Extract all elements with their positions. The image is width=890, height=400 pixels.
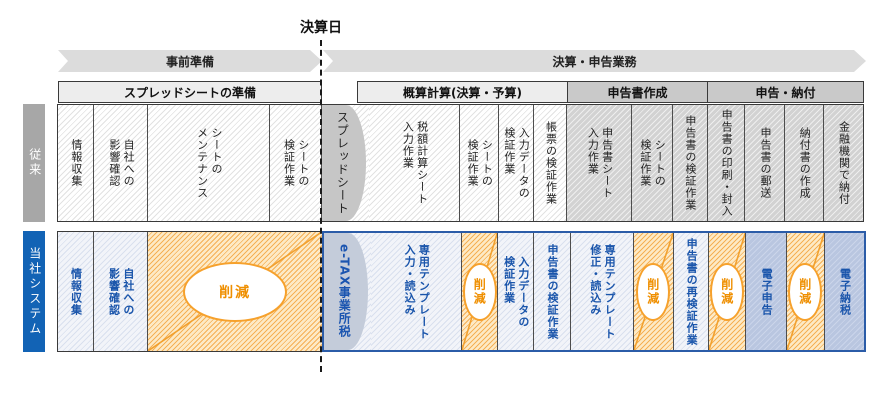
task-label: 自社への 影響確認 (107, 267, 135, 316)
sheet-shape: e-TAX事業所税 (324, 233, 368, 350)
section-header-label: 概算計算(決算・予算) (403, 85, 522, 100)
task-label: 金融機関で納付 (837, 121, 851, 205)
timeline-band-preparation-label: 事前準備 (165, 54, 214, 69)
task-cell: シートの 検証作業 (270, 105, 323, 221)
row-label-our-system-text: 当社システム (27, 246, 42, 337)
task-label: 電子申告 (760, 267, 774, 316)
reduction-badge: 削減 (788, 262, 823, 321)
task-cell: 電子納税 (824, 233, 864, 350)
section-header-label: スプレッドシートの準備 (123, 85, 256, 100)
task-label: e-TAX事業所税 (337, 244, 352, 339)
section-header-estimate-calculation: 概算計算(決算・予算) (357, 81, 568, 103)
sheet-shape-cell: e-TAX事業所税 (324, 233, 372, 350)
reduction-cell: 削減 (148, 232, 322, 351)
task-cell: 税額計算シート 入力作業 (369, 105, 461, 221)
task-label: 情報収集 (69, 267, 83, 316)
task-label: 申告書の検証作業 (545, 243, 559, 340)
task-label: 入力データの 検証作業 (502, 255, 530, 328)
task-label: 申告書の再検証作業 (685, 237, 699, 346)
reduction-label: 削減 (645, 277, 660, 306)
task-label: 自社への 影響確認 (107, 139, 136, 187)
task-cell: 申告書の郵送 (745, 105, 786, 221)
task-cell: 専用テンプレート 入力・読込み (371, 233, 463, 350)
task-cell: 自社への 影響確認 (93, 232, 149, 351)
task-label: 申告書の郵送 (758, 127, 772, 199)
reduction-label: 削減 (472, 277, 487, 306)
task-cell: 自社への 影響確認 (94, 105, 149, 221)
row-label-conventional-text: 従来 (27, 148, 42, 178)
task-label: 専用テンプレート 修正・読込み (588, 243, 617, 340)
task-cell: 申告書の検証作業 (533, 233, 571, 350)
task-label: シートの 検証作業 (466, 139, 494, 187)
task-cell: 入力データの 検証作業 (498, 105, 535, 221)
task-label: スプレッドシート (335, 111, 350, 215)
task-cell: 申告書の再検証作業 (673, 233, 710, 350)
section-header-spreadsheet-preparation: スプレッドシートの準備 (58, 81, 322, 103)
task-label: シートの メンテナンス (195, 127, 223, 199)
task-label: 申告書の検証作業 (683, 115, 697, 211)
sheet-shape-cell: スプレッドシート (322, 105, 370, 221)
reduction-label: 削減 (719, 277, 734, 306)
reduction-cell: 削減 (462, 233, 499, 350)
reduction-badge: 削減 (183, 261, 288, 322)
task-label: 帳票の検証作業 (544, 121, 558, 205)
reduction-badge: 削減 (710, 262, 745, 321)
section-header-return-creation: 申告書作成 (567, 81, 708, 103)
section-header-label: 申告・納付 (755, 85, 816, 100)
task-cell: 申告書の検証作業 (672, 105, 708, 221)
settlement-day-label: 決算日 (300, 20, 342, 36)
task-cell: 情報収集 (58, 232, 94, 351)
reduction-badge: 削減 (636, 262, 671, 321)
task-cell: 申告書の印刷・封入 (707, 105, 746, 221)
row-label-our-system: 当社システム (23, 231, 45, 352)
task-cell: シートの 検証作業 (632, 105, 673, 221)
reduction-label: 削減 (797, 277, 812, 306)
task-label: シートの 検証作業 (282, 139, 310, 187)
task-cell: 納付書の作成 (785, 105, 824, 221)
task-cell: 情報収集 (58, 105, 95, 221)
system-process-row-left: 情報収集 自社への 影響確認 削減 (57, 231, 323, 352)
row-label-conventional: 従来 (23, 104, 45, 222)
task-label: 納付書の作成 (798, 127, 812, 199)
timeline-band-preparation: 事前準備 (58, 50, 322, 72)
settlement-day-divider-line (320, 40, 322, 372)
reduction-cell: 削減 (709, 233, 747, 350)
task-label: 電子納税 (838, 267, 852, 316)
task-cell: 帳票の検証作業 (534, 105, 568, 221)
task-cell: シートの メンテナンス (148, 105, 271, 221)
task-label: 入力データの 検証作業 (502, 127, 531, 199)
task-cell: 金融機関で納付 (823, 105, 863, 221)
reduction-badge: 削減 (462, 262, 497, 321)
timeline-band-settlement-filing: 決算・申告業務 (323, 50, 866, 72)
reduction-cell: 削減 (633, 233, 674, 350)
task-label: シートの 検証作業 (638, 139, 667, 187)
sheet-shape: スプレッドシート (322, 105, 367, 221)
task-cell: シートの 検証作業 (460, 105, 499, 221)
task-label: 税額計算シート 入力作業 (401, 121, 429, 205)
task-label: 専用テンプレート 入力・読込み (403, 243, 431, 340)
reduction-label: 削減 (219, 284, 252, 301)
task-label: 申告書シート 入力作業 (586, 127, 614, 199)
system-process-row-right: e-TAX事業所税専用テンプレート 入力・読込み削減入力データの 検証作業申告書… (322, 231, 866, 352)
task-label: 申告書の印刷・封入 (720, 109, 734, 217)
section-header-filing-payment: 申告・納付 (707, 81, 864, 103)
section-header-label: 申告書作成 (607, 85, 668, 100)
conventional-process-row: 情報収集 自社への 影響確認 シートの メンテナンス シートの 検証作業 スプレッドシー… (57, 104, 864, 222)
task-cell: 申告書シート 入力作業 (567, 105, 633, 221)
task-label: 情報収集 (69, 139, 83, 187)
task-cell: 専用テンプレート 修正・読込み (570, 233, 634, 350)
timeline-band-settlement-filing-label: 決算・申告業務 (552, 54, 637, 69)
task-cell: 電子申告 (746, 233, 787, 350)
task-cell: 入力データの 検証作業 (498, 233, 534, 350)
reduction-cell: 削減 (786, 233, 825, 350)
